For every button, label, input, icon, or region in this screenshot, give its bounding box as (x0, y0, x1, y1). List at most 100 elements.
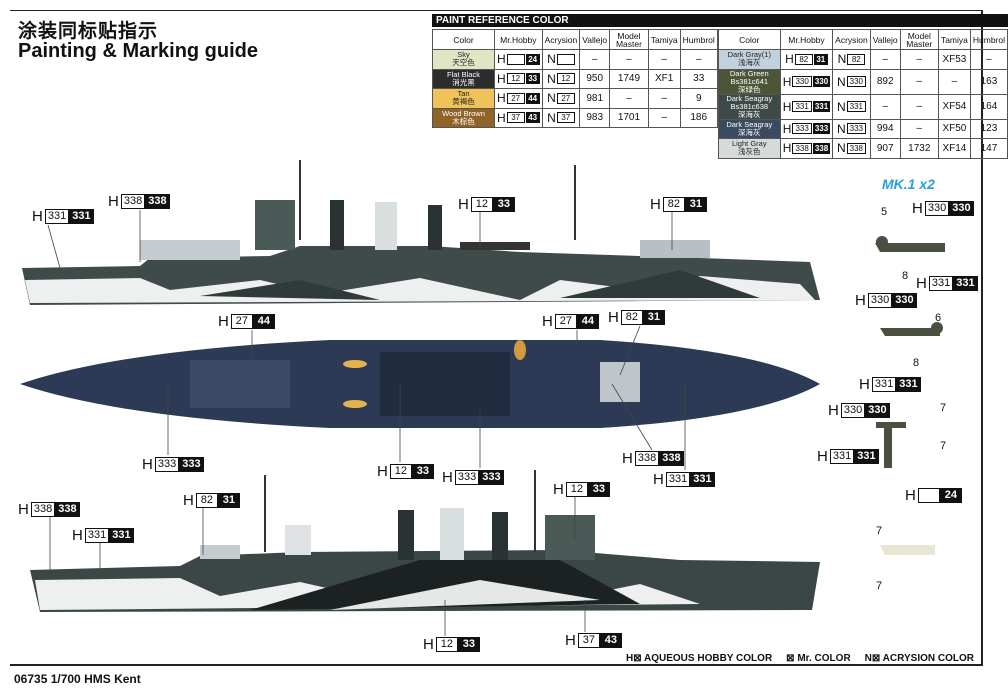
aircraft-drawings (875, 236, 945, 555)
part-number: 7 (876, 580, 883, 592)
model-master-cell: – (899, 118, 939, 139)
humbrol-cell: 163 (969, 68, 1008, 95)
table-header: Humbrol (969, 29, 1008, 50)
part-number: 5 (881, 206, 888, 218)
table-header: Mr.Hobby (494, 29, 543, 50)
table-header: Mr.Hobby (779, 29, 834, 50)
part-number: 8 (913, 357, 920, 369)
model-master-cell: – (899, 68, 939, 95)
title-chinese: 涂装同标贴指示 (18, 21, 159, 42)
part-number: 6 (935, 312, 942, 324)
table-header: Humbrol (679, 29, 718, 50)
table-header: Model Master (899, 29, 939, 50)
page-title: Painting & Marking guide (18, 40, 259, 62)
table-header: Color (432, 29, 495, 50)
vallejo-cell: 983 (579, 107, 611, 128)
part-number: 7 (940, 402, 947, 414)
legend-acrysion: N⊠ ACRYSION COLOR (864, 653, 974, 664)
ship-profile-bottom (30, 470, 820, 612)
color-legend: H⊠ AQUEOUS HOBBY COLOR ⊠ Mr. COLOR N⊠ AC… (626, 653, 974, 664)
humbrol-cell: 147 (969, 138, 1008, 159)
humbrol-cell: 186 (679, 107, 718, 128)
vallejo-cell: – (869, 93, 901, 120)
leader-lines (47, 210, 686, 636)
tamiya-cell: – (937, 68, 971, 95)
table-header: Vallejo (579, 29, 611, 50)
tamiya-cell: XF54 (937, 93, 971, 120)
model-master-cell: 1701 (609, 107, 649, 128)
acrysion-cell: N (541, 49, 581, 70)
ship-profile-top (22, 160, 820, 305)
part-number: 7 (940, 440, 947, 452)
product-footer: 06735 1/700 HMS Kent (14, 672, 141, 686)
humbrol-cell: 164 (969, 93, 1008, 120)
part-number: 7 (876, 525, 883, 537)
ship-plan-view (20, 340, 820, 428)
part-number: 8 (902, 270, 909, 282)
model-master-cell: – (899, 93, 939, 120)
table-header: Tamiya (647, 29, 681, 50)
legend-mr-color: ⊠ Mr. COLOR (786, 653, 851, 664)
aircraft-title: MK.1 x2 (882, 176, 935, 192)
legend-aqueous: H⊠ AQUEOUS HOBBY COLOR (626, 653, 773, 664)
table-header: Color (717, 29, 781, 50)
model-master-cell: 1732 (899, 138, 939, 159)
